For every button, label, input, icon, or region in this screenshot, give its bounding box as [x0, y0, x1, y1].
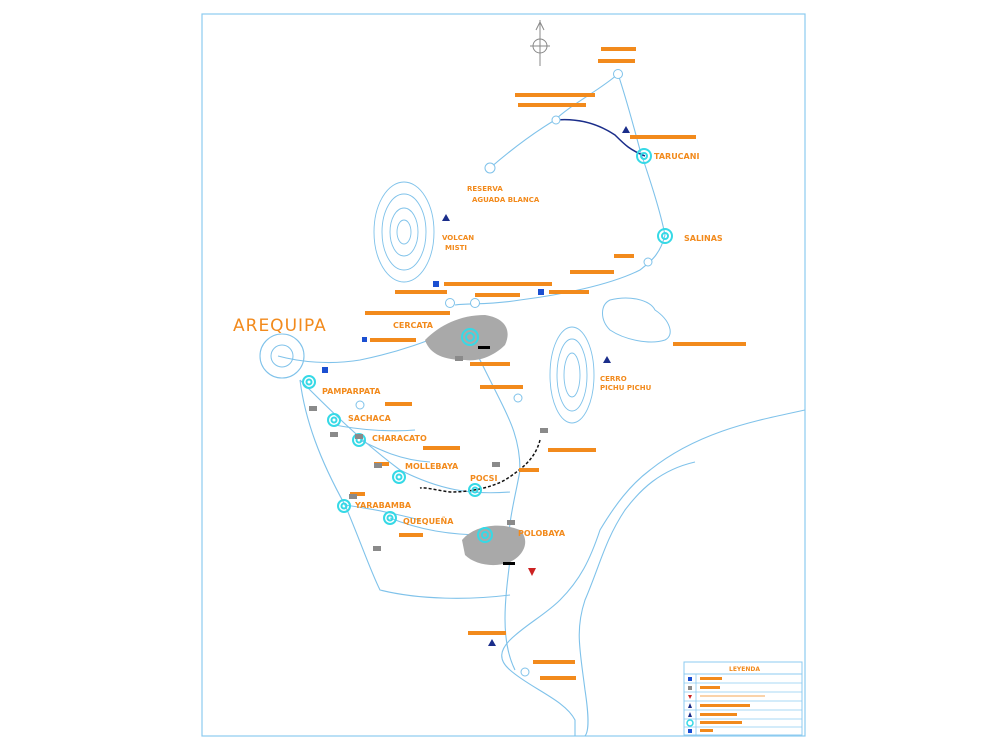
- place-label-reserva-2: AGUADA BLANCA: [472, 196, 540, 204]
- town-label-cercata: CERCATA: [393, 321, 434, 330]
- legend-station-icon: [686, 719, 694, 727]
- legend-title: LEYENDA: [729, 666, 760, 673]
- town-label-salinas: SALINAS: [684, 234, 723, 243]
- label-bars: [350, 47, 746, 680]
- lake-outline: [602, 297, 671, 343]
- river-black: [419, 439, 541, 493]
- legend-lodging-icon: [688, 677, 692, 681]
- legend-volcano-icon: [688, 703, 692, 708]
- north-arrow-icon: [530, 20, 550, 66]
- town-label-sachaca: SACHACA: [348, 414, 392, 423]
- city-marker-arequipa: [259, 333, 305, 379]
- place-label-volcan-2: MISTI: [445, 244, 467, 252]
- volcano-contours-misti: [373, 181, 435, 283]
- place-label-reserva-1: RESERVA: [467, 185, 503, 193]
- valley-boundary: [501, 409, 806, 736]
- viewpoint-icon: [528, 568, 536, 576]
- town-label-quequena: QUEQUEÑA: [403, 516, 454, 526]
- legend-viewpoint-icon: [688, 695, 692, 699]
- legend-church-icon: [688, 686, 692, 690]
- map-legend: LEYENDA: [683, 661, 803, 736]
- valley-boundary-east: [578, 461, 696, 737]
- place-label-cerro-1: CERRO: [600, 375, 627, 383]
- station-icon: [302, 148, 673, 543]
- road-markers: [478, 346, 515, 565]
- town-label-mollebaya: MOLLEBAYA: [405, 462, 459, 471]
- legend-building-icon: [688, 729, 692, 733]
- lodging-icon: [322, 281, 544, 373]
- town-label-pocsi: POCSI: [470, 474, 497, 483]
- place-label-volcan-1: VOLCAN: [442, 234, 474, 242]
- city-label-arequipa: AREQUIPA: [233, 316, 327, 336]
- legend-mountain-icon: [688, 712, 692, 717]
- church-icon: [309, 356, 548, 551]
- mountain-contours-pichu: [549, 326, 595, 424]
- map-frame: [201, 13, 806, 737]
- town-label-yarabamba: YARABAMBA: [354, 501, 412, 510]
- volcano-icon: [442, 126, 630, 646]
- town-label-polobaya: POLOBAYA: [518, 529, 566, 538]
- river: [555, 118, 646, 157]
- place-label-cerro-2: PICHU PICHU: [600, 384, 652, 392]
- town-label-characato: CHARACATO: [372, 434, 427, 443]
- town-label-tarucani: TARUCANI: [654, 152, 699, 161]
- town-label-pampacapata: PAMPARPATA: [322, 387, 381, 396]
- route-nodes: [355, 69, 653, 677]
